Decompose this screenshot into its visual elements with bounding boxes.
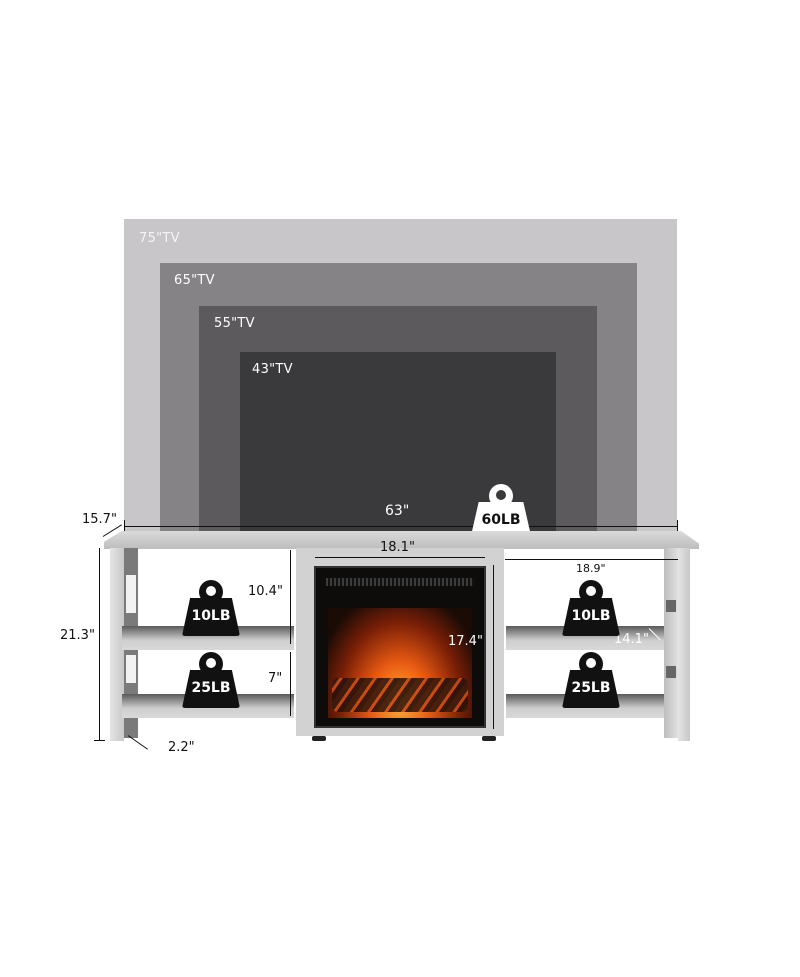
shelf-depth-label: 14.1" — [614, 632, 649, 647]
tv-75-label: 75"TV — [139, 231, 180, 246]
width-tick-right — [677, 520, 678, 532]
right-side-panel — [664, 548, 678, 738]
width-dimension-label: 63" — [385, 503, 410, 519]
left-outer-post — [110, 548, 124, 741]
tv-43-label: 43"TV — [252, 362, 293, 377]
right-side-slot — [666, 666, 676, 678]
left-lower-weight-icon: 25LB — [182, 652, 240, 710]
tv-55-label: 55"TV — [214, 316, 255, 331]
left-upper-weight-icon: 10LB — [182, 580, 240, 638]
fireplace-foot-right — [482, 736, 496, 741]
left-side-slot — [126, 655, 136, 683]
left-side-slot — [126, 575, 136, 613]
shelf-width-label: 18.9" — [576, 562, 606, 575]
tv-65-label: 65"TV — [174, 273, 215, 288]
total-height-tick — [94, 740, 105, 741]
right-lower-weight-icon: 25LB — [562, 652, 620, 710]
upper-shelf-height-label: 10.4" — [248, 584, 283, 599]
fireplace-height-label: 17.4" — [448, 634, 483, 649]
upper-shelf-height-line — [290, 550, 291, 644]
total-height-label: 21.3" — [60, 628, 95, 643]
lower-shelf-height-label: 7" — [268, 671, 283, 686]
fireplace-width-label: 18.1" — [380, 540, 415, 555]
total-height-line — [99, 548, 100, 740]
right-outer-post — [678, 548, 690, 741]
width-dimension-line — [124, 526, 677, 527]
width-tick-left — [124, 520, 125, 532]
shelf-width-line — [505, 559, 678, 560]
leg-clearance-label: 2.2" — [168, 740, 195, 755]
fireplace-insert — [314, 566, 486, 728]
fireplace-logs — [332, 678, 468, 712]
stand-top — [104, 531, 699, 549]
right-side-slot — [666, 600, 676, 612]
fireplace-vent — [326, 578, 474, 586]
depth-dimension-label: 15.7" — [82, 512, 117, 527]
fireplace-width-line — [315, 557, 485, 558]
fireplace-foot-left — [312, 736, 326, 741]
lower-shelf-height-line — [290, 652, 291, 716]
right-upper-weight-icon: 10LB — [562, 580, 620, 638]
fireplace-height-line — [493, 565, 494, 729]
